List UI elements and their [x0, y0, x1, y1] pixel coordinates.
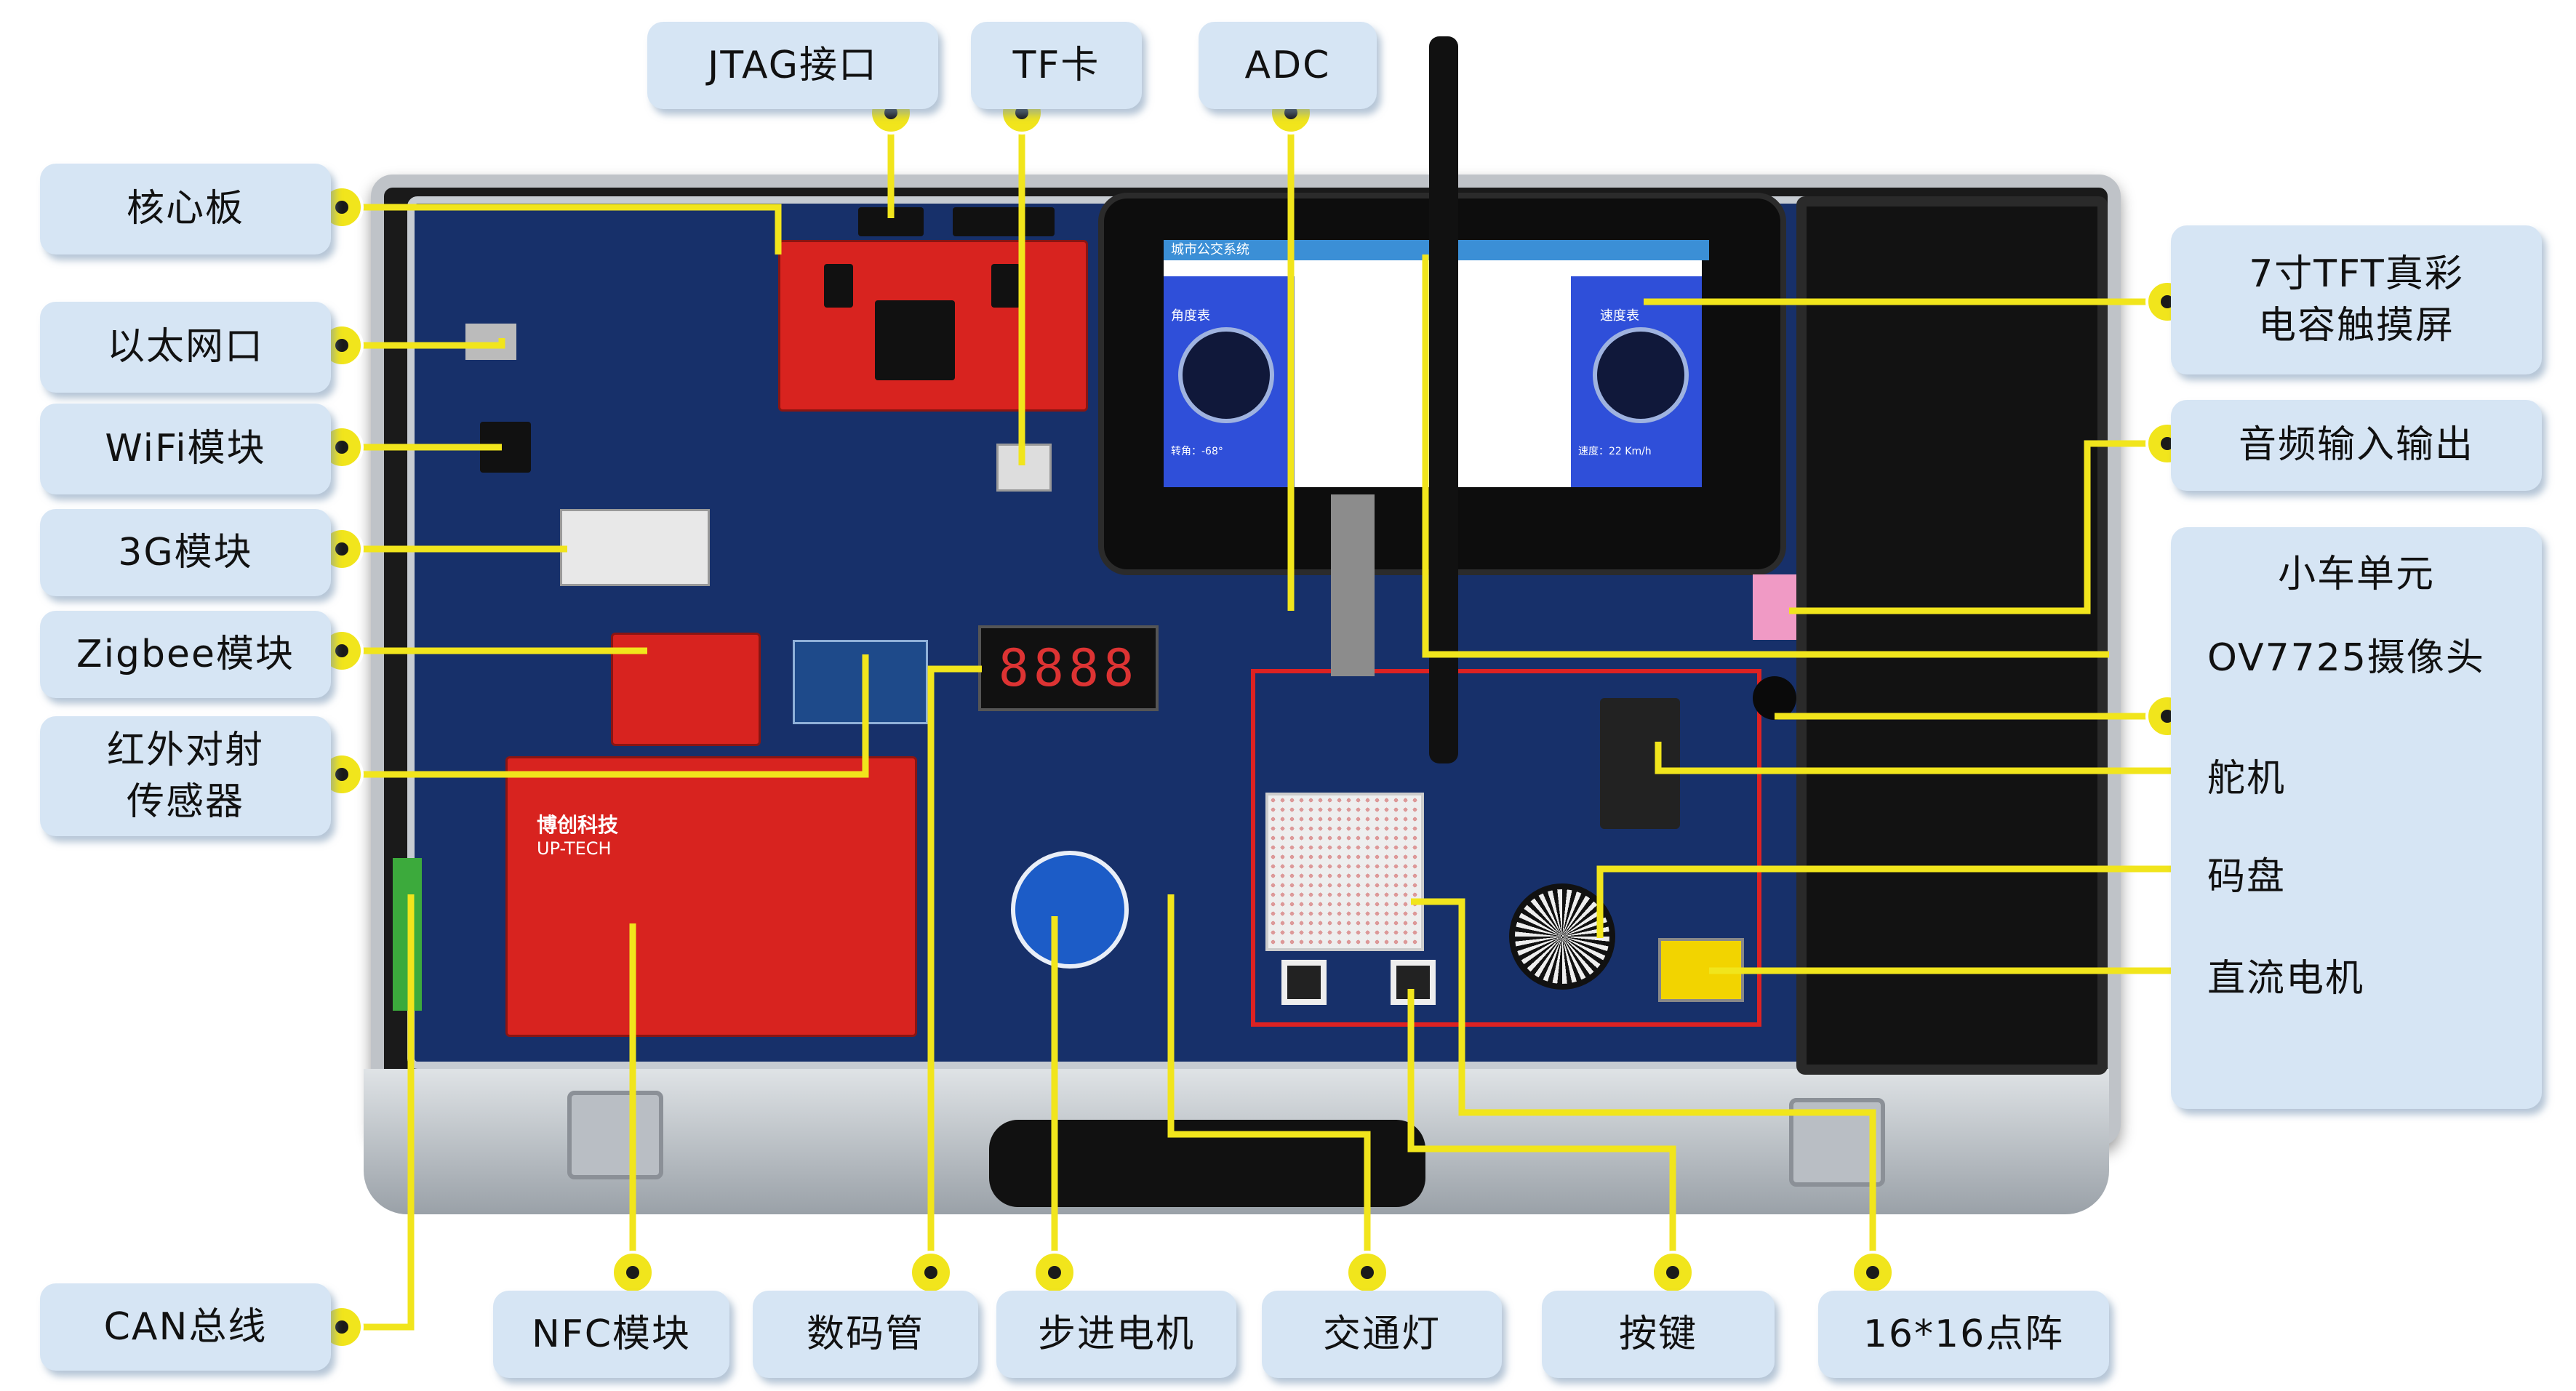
camera-pole	[1429, 36, 1458, 763]
label-nfc: NFC模块	[493, 1291, 729, 1378]
angle-readout: 转角：-68°	[1171, 446, 1223, 457]
speaker	[1753, 676, 1796, 720]
ethernet-port	[465, 324, 516, 360]
dot-matrix	[1265, 793, 1424, 951]
label-can-bus: CAN总线	[40, 1283, 331, 1371]
latch-left	[567, 1091, 663, 1179]
angle-gauge	[1178, 327, 1274, 423]
audio-connector	[1753, 574, 1796, 640]
gauge-right-title: 速度表	[1600, 308, 1639, 324]
stepper-motor-fan	[1011, 851, 1129, 969]
gauge-panel-right: 速度表 速度：22 Km/h	[1571, 276, 1702, 487]
label-encoder: 码盘	[2207, 855, 2287, 899]
label-3g: 3G模块	[40, 509, 331, 596]
nfc-module: 博创科技 UP-TECH	[505, 756, 917, 1037]
label-jtag: JTAG接口	[647, 22, 938, 109]
tf-header	[953, 207, 1055, 236]
label-servo: 舵机	[2207, 757, 2287, 801]
label-tf-card: TF卡	[971, 22, 1142, 109]
car-unit-title: 小车单元	[2277, 553, 2435, 596]
label-traffic-light: 交通灯	[1262, 1291, 1502, 1378]
label-core-board: 核心板	[40, 164, 331, 254]
nfc-brand-en: UP-TECH	[537, 838, 612, 859]
gauge-panel-left: 角度表 转角：-68°	[1164, 276, 1295, 487]
camera-ribbon	[1331, 494, 1375, 676]
segment-display: 8888	[978, 625, 1159, 711]
speed-readout: 速度：22 Km/h	[1578, 446, 1652, 457]
label-camera: OV7725摄像头	[2207, 636, 2485, 680]
can-terminal	[393, 858, 422, 1011]
label-audio: 音频输入输出	[2171, 400, 2542, 491]
label-tft-screen: 7寸TFT真彩电容触摸屏	[2171, 225, 2542, 374]
ir-sensor-module	[793, 640, 928, 724]
core-board	[778, 240, 1088, 412]
label-dot-matrix: 16*16点阵	[1818, 1291, 2109, 1378]
3g-module	[560, 509, 710, 586]
label-zigbee: Zigbee模块	[40, 611, 331, 698]
speed-gauge	[1593, 327, 1689, 423]
label-adc: ADC	[1199, 22, 1377, 109]
car-unit-frame	[1251, 669, 1761, 1027]
label-key: 按键	[1542, 1291, 1775, 1378]
servo	[1600, 698, 1680, 829]
key1-button	[1281, 960, 1327, 1005]
car-unit-panel: 小车单元	[2171, 527, 2542, 1109]
label-ir-sensor: 红外对射传感器	[40, 716, 331, 836]
label-ethernet: 以太网口	[40, 302, 331, 393]
label-segment-display: 数码管	[753, 1291, 978, 1378]
label-dc-motor: 直流电机	[2207, 957, 2365, 1001]
gauge-left-title: 角度表	[1171, 308, 1210, 324]
label-stepper-motor: 步进电机	[996, 1291, 1236, 1378]
nfc-brand: 博创科技	[537, 813, 619, 837]
label-wifi: WiFi模块	[40, 404, 331, 494]
storage-compartment	[1796, 196, 2108, 1075]
